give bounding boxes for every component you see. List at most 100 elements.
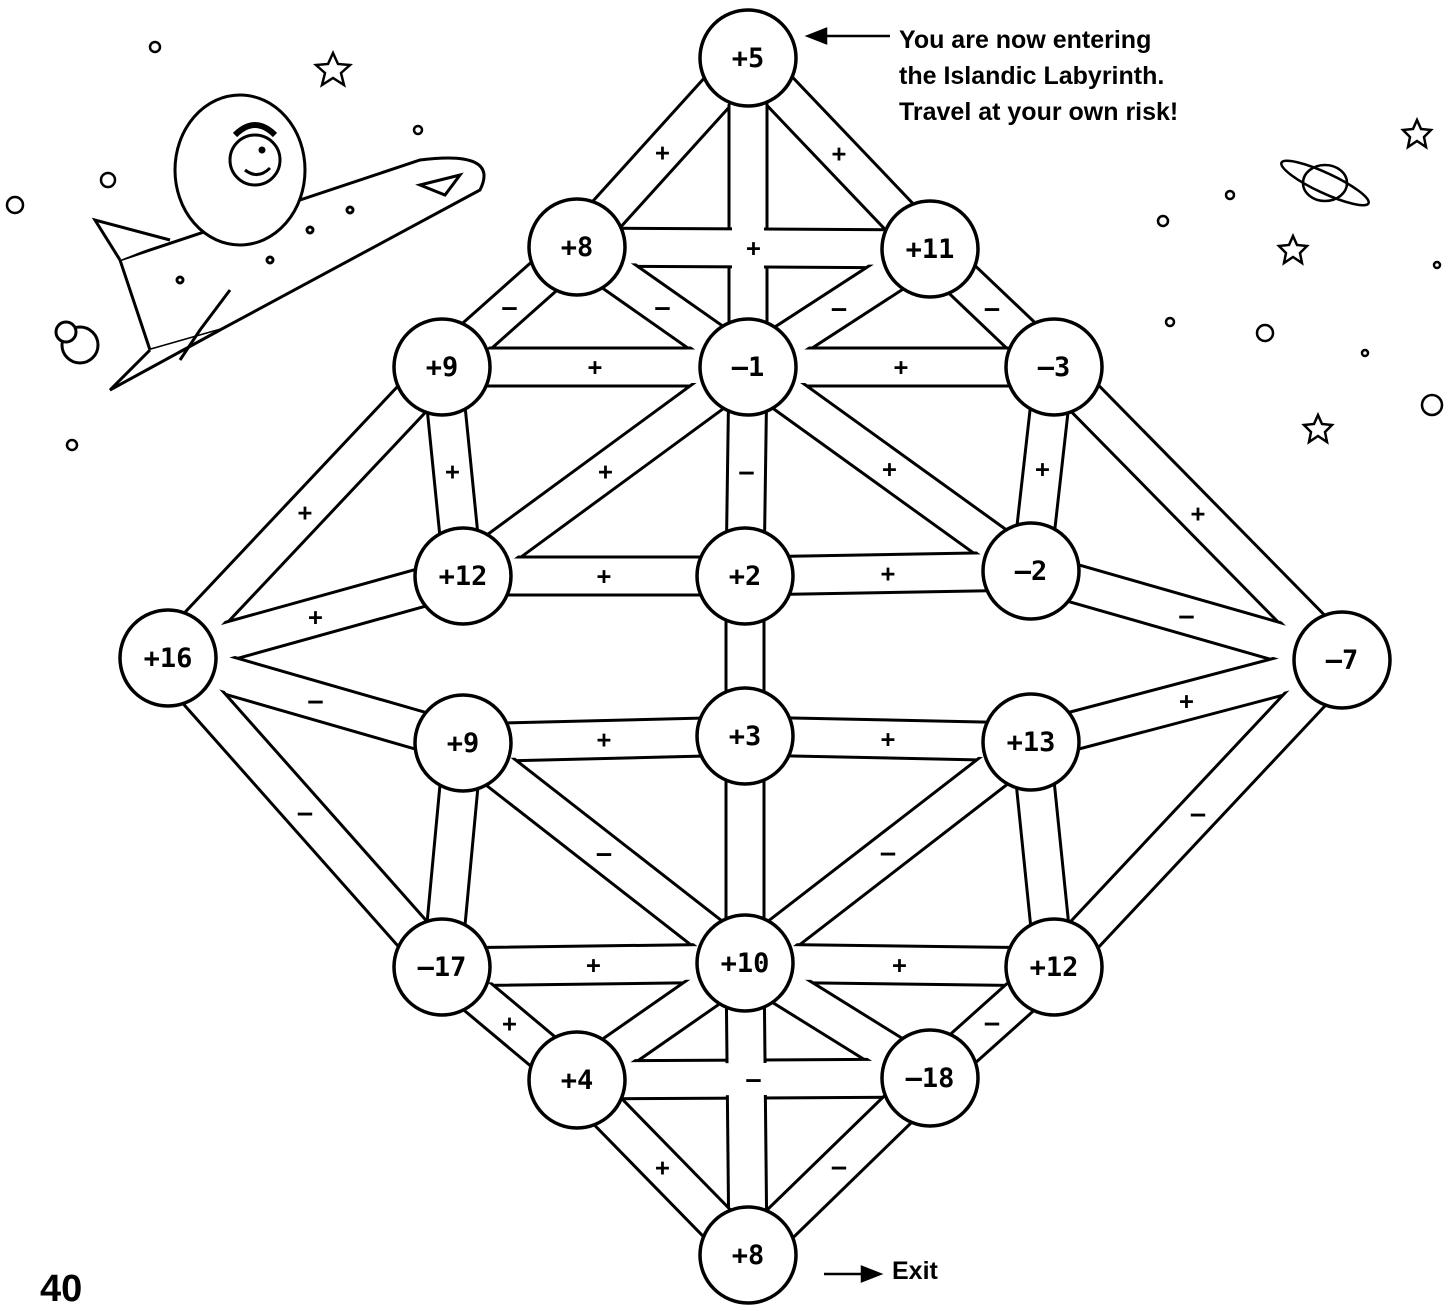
node-circle [527, 197, 627, 297]
path-sign: – [739, 458, 754, 486]
node-value: +9 [426, 352, 459, 383]
path-sign: – [502, 293, 517, 321]
node-n9b[interactable]: +9 [413, 693, 513, 793]
star-icon [312, 49, 354, 88]
corridor-fill [1026, 555, 1347, 676]
corridor-fill [1042, 355, 1354, 672]
path-sign: + [445, 458, 459, 486]
node-nm1[interactable]: –1 [698, 317, 798, 417]
node-n2[interactable]: +2 [695, 526, 795, 626]
path-sign: + [881, 725, 895, 753]
node-value: +5 [732, 43, 765, 74]
path-sign: + [892, 951, 906, 979]
corridor-fill [1026, 644, 1347, 758]
node-circle [392, 917, 492, 1017]
path-sign: + [1035, 455, 1049, 483]
node-n3[interactable]: +3 [695, 686, 795, 786]
node-circle [698, 317, 798, 417]
node-value: –1 [732, 352, 765, 383]
node-circle [880, 1028, 980, 1128]
node-value: –7 [1326, 645, 1359, 676]
node-nm2[interactable]: –2 [981, 521, 1081, 621]
node-circle [695, 526, 795, 626]
star-icon [1301, 411, 1335, 445]
node-n4[interactable]: +4 [527, 1030, 627, 1130]
node-n11[interactable]: +11 [880, 199, 980, 299]
intro-line: Travel at your own risk! [899, 98, 1179, 126]
corridor-fill [441, 947, 746, 983]
node-n12b[interactable]: +12 [1004, 917, 1104, 1017]
path-sign: + [832, 140, 846, 168]
path-sign: – [1179, 602, 1194, 630]
corridor-fill [576, 231, 931, 265]
corridor-fill [156, 356, 454, 669]
node-nm18[interactable]: –18 [880, 1028, 980, 1128]
path-sign: – [298, 799, 313, 827]
node-value: +16 [144, 643, 193, 674]
path-sign: + [308, 603, 322, 631]
node-value: +11 [906, 234, 955, 265]
corridor-fill [453, 354, 758, 589]
node-value: +9 [447, 728, 480, 759]
corridor-fill [163, 642, 468, 759]
node-n16[interactable]: +16 [118, 608, 218, 708]
path-sign: + [655, 139, 669, 167]
node-n12a[interactable]: +12 [413, 526, 513, 626]
node-value: –18 [906, 1063, 955, 1094]
path-sign: + [597, 562, 611, 590]
path-sign: + [597, 726, 611, 754]
space-decorations [5, 40, 1444, 452]
node-value: –17 [418, 952, 467, 983]
node-circle [413, 693, 513, 793]
intro-line: the Islandic Labyrinth. [899, 62, 1165, 90]
path-sign: + [1179, 687, 1193, 715]
star-icon [1400, 116, 1434, 150]
path-sign: – [832, 294, 847, 322]
path-sign: + [1191, 500, 1205, 528]
corridor-fill [453, 730, 755, 976]
node-value: +4 [561, 1065, 594, 1096]
path-sign: + [586, 951, 600, 979]
rocket-illustration [54, 93, 486, 392]
corridor-fill [163, 560, 468, 674]
node-value: +10 [721, 948, 770, 979]
path-sign: + [882, 455, 896, 483]
node-circle [118, 608, 218, 708]
planet-icon [148, 40, 162, 54]
node-circle [1004, 317, 1104, 417]
path-sign: – [985, 1009, 1000, 1037]
node-circle [695, 686, 795, 786]
exit-label: Exit [892, 1257, 938, 1285]
node-value: +2 [729, 561, 762, 592]
intro-message: You are now entering the Islandic Labyri… [899, 22, 1178, 130]
corridor-fill [735, 729, 1041, 976]
node-circle [981, 521, 1081, 621]
node-value: +12 [439, 561, 488, 592]
node-circle [1004, 917, 1104, 1017]
node-value: +8 [561, 232, 594, 263]
node-n8b[interactable]: +8 [698, 1205, 798, 1305]
path-sign: – [1191, 800, 1206, 828]
node-value: –3 [1038, 352, 1071, 383]
node-nm17[interactable]: –17 [392, 917, 492, 1017]
node-n9a[interactable]: +9 [392, 317, 492, 417]
path-sign: + [894, 353, 908, 381]
path-sign: + [298, 499, 312, 527]
node-circle [695, 913, 795, 1013]
node-circle [880, 199, 980, 299]
intro-line: You are now entering [899, 26, 1152, 54]
node-n10[interactable]: +10 [695, 913, 795, 1013]
page-number: 40 [40, 1268, 83, 1310]
node-n13[interactable]: +13 [981, 692, 1081, 792]
path-sign: + [655, 1154, 669, 1182]
node-nm3[interactable]: –3 [1004, 317, 1104, 417]
node-circle [698, 8, 798, 108]
node-value: +13 [1007, 727, 1056, 758]
node-n5[interactable]: +5 [698, 8, 798, 108]
path-sign: – [308, 687, 323, 715]
node-n8a[interactable]: +8 [527, 197, 627, 297]
star-icon [1276, 232, 1310, 266]
entry-arrow-icon [804, 27, 890, 45]
node-nm7[interactable]: –7 [1292, 610, 1392, 710]
corridor-fill [744, 947, 1055, 983]
